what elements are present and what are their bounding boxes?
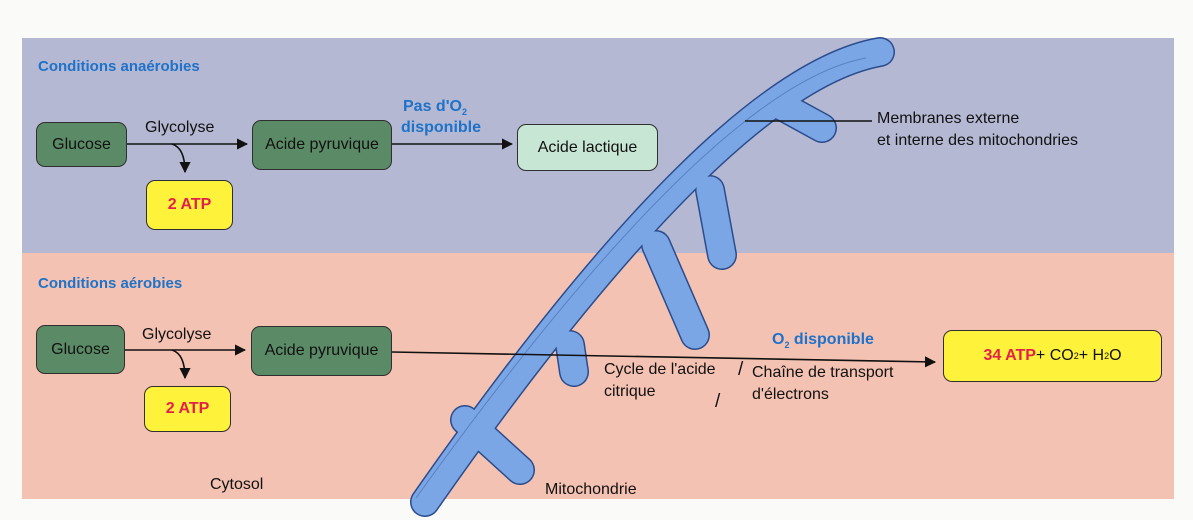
no-o2-label-line2: disponible	[401, 119, 481, 137]
atp-box-aerobic: 2 ATP	[144, 386, 231, 432]
glucose-box-anaerobic: Glucose	[36, 122, 127, 167]
glycolysis-label-anaerobic: Glycolyse	[145, 119, 214, 137]
etc-label: Chaîne de transport	[752, 364, 893, 382]
cytosol-label: Cytosol	[210, 476, 263, 494]
aerobic-heading: Conditions aérobies	[38, 275, 182, 292]
lactate-box: Acide lactique	[517, 124, 658, 171]
slash-separator: /	[738, 359, 743, 381]
membranes-label: Membranes externe	[877, 110, 1019, 128]
pyruvate-box-anaerobic: Acide pyruvique	[252, 120, 392, 170]
atp-box-anaerobic: 2 ATP	[146, 180, 233, 230]
o2-available-label: O2 disponible	[772, 331, 874, 350]
krebs-label-line2: citrique	[604, 383, 656, 401]
arrow-atp-anaerobic	[172, 144, 185, 172]
arrow-atp-aerobic	[172, 350, 185, 378]
glycolysis-label-aerobic: Glycolyse	[142, 326, 211, 344]
no-o2-label: Pas d'O2	[403, 98, 467, 117]
membranes-label-line2: et interne des mitochondries	[877, 132, 1078, 150]
anaerobic-heading: Conditions anaérobies	[38, 58, 200, 75]
pyruvate-box-aerobic: Acide pyruvique	[251, 326, 392, 376]
etc-label-line2: d'électrons	[752, 386, 829, 404]
slash-separator-lower: /	[715, 391, 720, 413]
mitochondrie-label: Mitochondrie	[545, 481, 637, 499]
mitochondrial-membrane	[416, 52, 880, 502]
krebs-label: Cycle de l'acide	[604, 361, 716, 379]
glucose-box-aerobic: Glucose	[36, 325, 125, 374]
